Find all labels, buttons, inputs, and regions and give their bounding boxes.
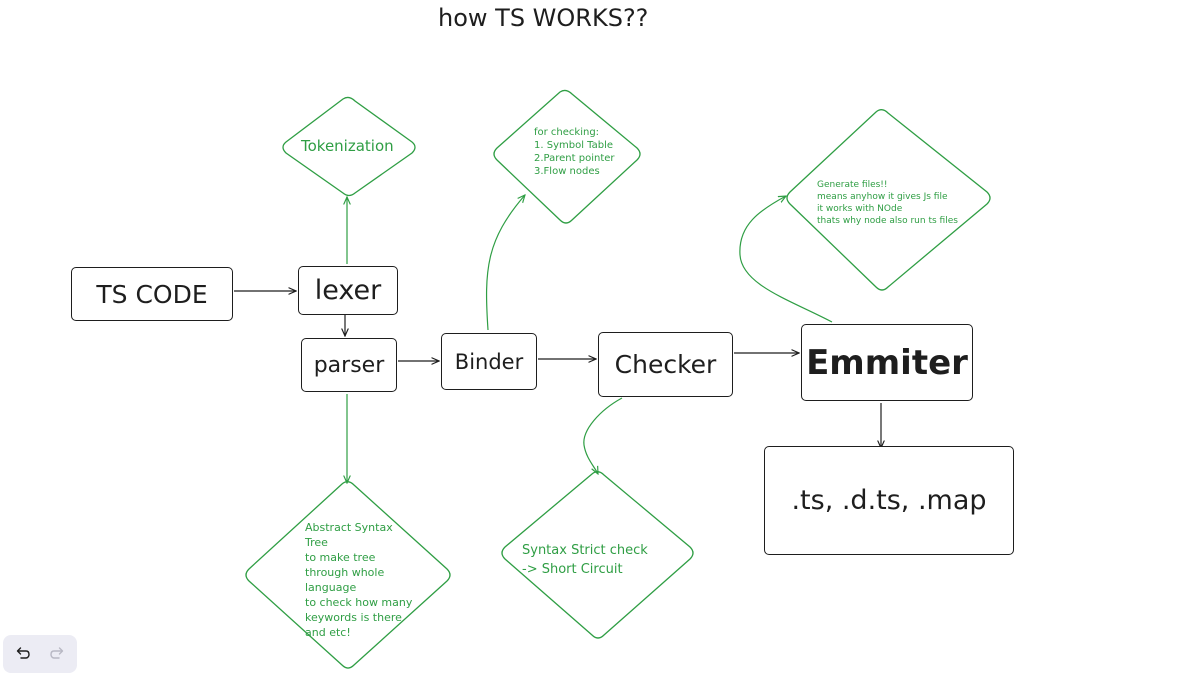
ts-code-box[interactable]: TS CODE: [71, 267, 233, 321]
arrow-checker-to-note: [583, 397, 623, 474]
ts-code-label: TS CODE: [96, 279, 208, 309]
binder-note-diamond[interactable]: [493, 89, 641, 224]
ast-note-diamond[interactable]: [245, 481, 451, 669]
undo-button[interactable]: [10, 644, 34, 664]
tokenization-diamond[interactable]: [282, 96, 416, 197]
undo-redo-toolbar: [3, 635, 77, 673]
parser-box[interactable]: parser: [301, 338, 397, 392]
checker-label: Checker: [614, 350, 717, 379]
arrow-binder-to-note: [485, 195, 525, 331]
output-box[interactable]: .ts, .d.ts, .map: [764, 446, 1014, 555]
ast-note: Abstract Syntax Tree to make tree throug…: [305, 521, 413, 639]
checker-box[interactable]: Checker: [598, 332, 733, 397]
binder-box[interactable]: Binder: [441, 333, 537, 390]
redo-button[interactable]: [46, 644, 70, 664]
arrow-emmiter-to-note: [739, 196, 833, 323]
binder-note: for checking: 1. Symbol Table 2.Parent p…: [534, 127, 615, 177]
lexer-label: lexer: [314, 275, 382, 306]
parser-label: parser: [313, 352, 385, 378]
diagram-title: how TS WORKS??: [438, 4, 649, 32]
redo-icon: [50, 647, 64, 659]
emmiter-label: Emmiter: [806, 342, 968, 383]
lexer-box[interactable]: lexer: [298, 266, 398, 315]
emmiter-box[interactable]: Emmiter: [801, 324, 973, 401]
tokenization-note: Tokenization: [301, 137, 394, 155]
checker-note: Syntax Strict check -> Short Circuit: [522, 543, 648, 577]
binder-label: Binder: [454, 349, 524, 374]
emmiter-note-diamond[interactable]: [786, 109, 991, 291]
output-label: .ts, .d.ts, .map: [791, 485, 987, 516]
emmiter-note: Generate files!! means anyhow it gives J…: [817, 180, 958, 226]
undo-icon: [16, 647, 30, 659]
checker-note-diamond[interactable]: [501, 471, 694, 639]
